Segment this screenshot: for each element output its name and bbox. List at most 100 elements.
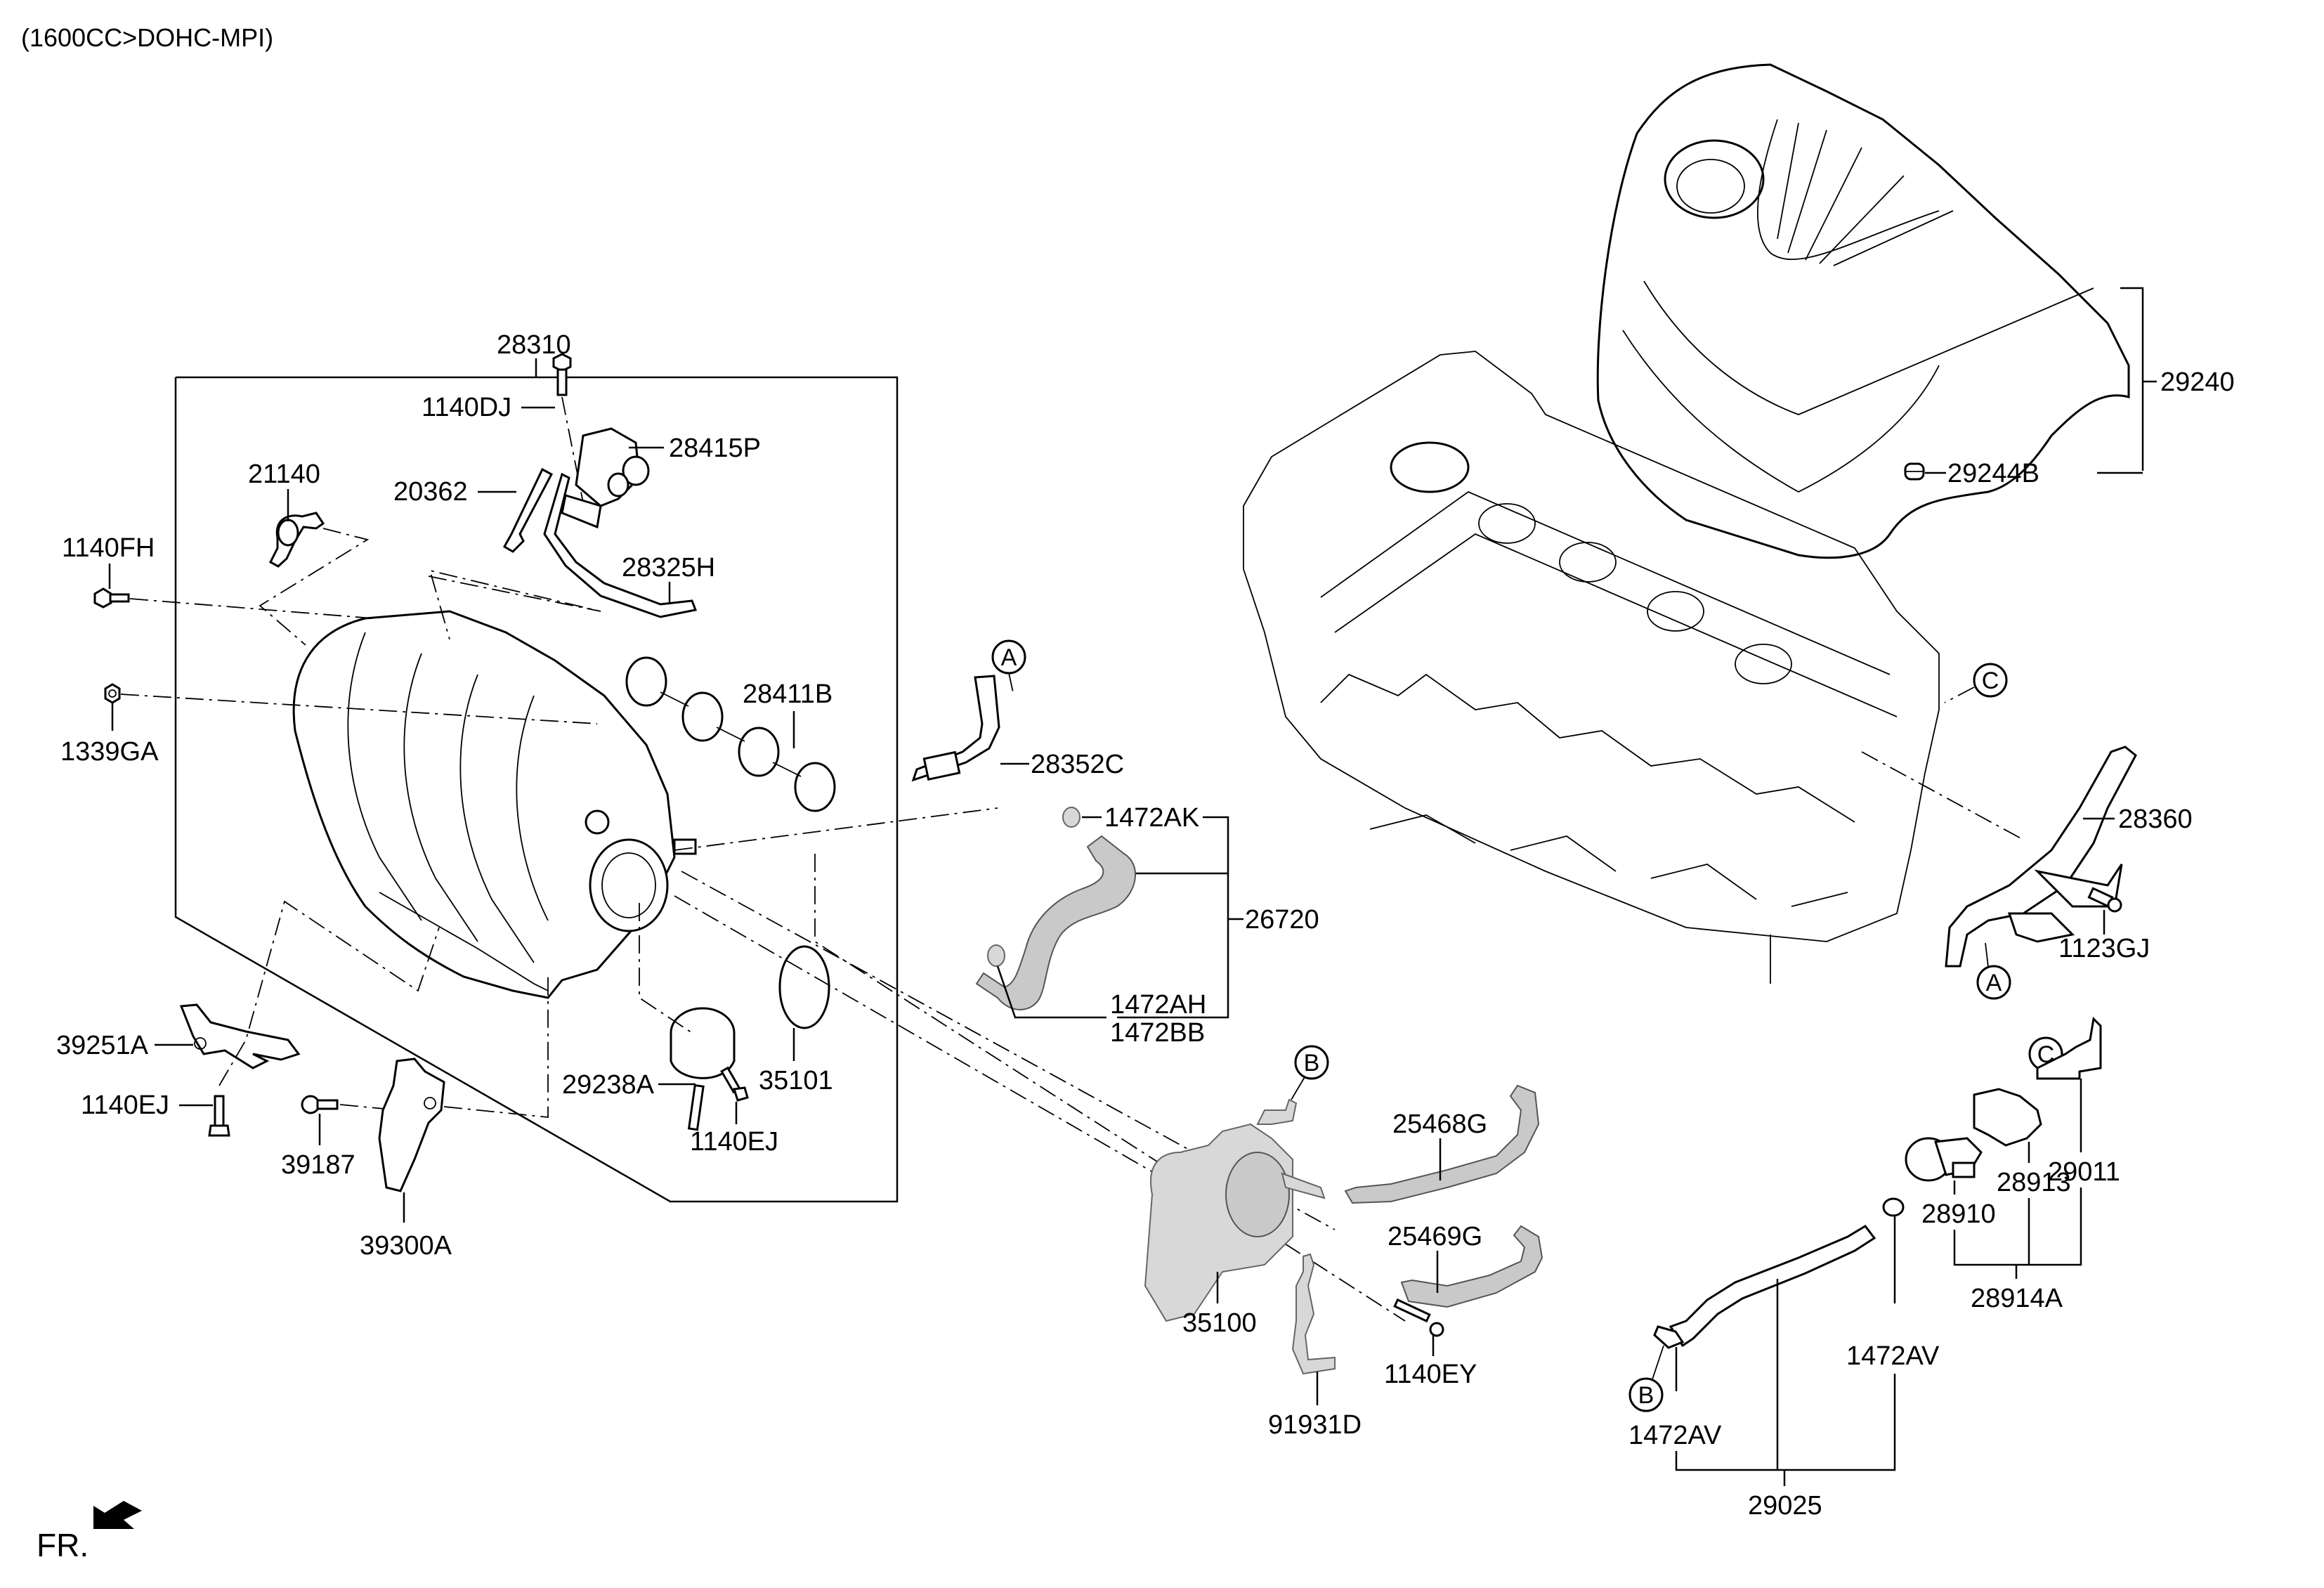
callout-A-28360[interactable]: A xyxy=(1976,965,2011,1000)
leader-callout-B-throttle xyxy=(1291,1076,1305,1100)
dash-manifold-28352C xyxy=(674,807,998,851)
clamp-1472AV-lower[interactable] xyxy=(1653,1325,1685,1349)
bolt-1140EJ-left[interactable] xyxy=(208,1095,230,1137)
part-label-28913[interactable]: 28913 xyxy=(1997,1168,2071,1197)
clamp-1472AK[interactable] xyxy=(1062,807,1081,828)
part-label-1472AK[interactable]: 1472AK xyxy=(1104,803,1199,833)
intake-manifold[interactable] xyxy=(292,610,697,999)
part-label-29240[interactable]: 29240 xyxy=(2160,367,2235,397)
dash-29238A xyxy=(639,903,693,1034)
bolt-1140EY[interactable] xyxy=(1393,1298,1444,1337)
part-label-1472AV-lower[interactable]: 1472AV xyxy=(1628,1421,1722,1450)
part-label-35100[interactable]: 35100 xyxy=(1182,1308,1257,1338)
part-label-29025[interactable]: 29025 xyxy=(1748,1491,1822,1521)
dash-28325H xyxy=(428,569,601,640)
callout-B-throttle[interactable]: B xyxy=(1294,1045,1329,1080)
holder-28913[interactable] xyxy=(1973,1088,2042,1147)
bolt-1123GJ[interactable] xyxy=(2087,887,2122,913)
part-label-21140[interactable]: 21140 xyxy=(248,460,320,489)
dash-manifold-throttle-2 xyxy=(674,895,1265,1237)
pcv-valve-21140[interactable] xyxy=(269,512,325,568)
clamp-1472AV-upper[interactable] xyxy=(1882,1197,1905,1217)
part-label-25469G[interactable]: 25469G xyxy=(1388,1222,1482,1251)
part-label-1339GA[interactable]: 1339GA xyxy=(60,737,159,767)
leader-callout-A-right xyxy=(1985,942,1989,968)
part-label-28360[interactable]: 28360 xyxy=(2118,805,2193,834)
purge-valve-28910[interactable] xyxy=(1905,1137,1983,1182)
part-label-20362[interactable]: 20362 xyxy=(393,477,468,507)
part-label-1472AV-upper[interactable]: 1472AV xyxy=(1846,1341,1940,1371)
part-label-1472BB[interactable]: 1472BB xyxy=(1110,1018,1205,1048)
bolt-1140FH[interactable] xyxy=(93,587,130,608)
part-label-28914A[interactable]: 28914A xyxy=(1971,1284,2063,1313)
svg-text:C: C xyxy=(1982,668,1999,694)
hose-26720[interactable] xyxy=(975,835,1136,1010)
part-label-39187[interactable]: 39187 xyxy=(281,1150,355,1180)
callout-A-hose[interactable]: A xyxy=(991,639,1026,675)
map-sensor-39300A[interactable] xyxy=(378,1057,445,1192)
part-label-1140EY[interactable]: 1140EY xyxy=(1384,1360,1477,1389)
part-label-1140EJ-right[interactable]: 1140EJ xyxy=(690,1127,778,1157)
svg-text:B: B xyxy=(1638,1382,1654,1409)
part-label-35101[interactable]: 35101 xyxy=(759,1066,833,1095)
dash-callout-A-hose xyxy=(1008,672,1014,696)
dash-1339GA xyxy=(120,694,598,724)
engine-cover-29240[interactable] xyxy=(1596,63,2130,559)
hose-28352C[interactable] xyxy=(911,675,1000,782)
part-label-29238A[interactable]: 29238A xyxy=(562,1070,655,1100)
cap-29244B[interactable] xyxy=(1904,462,1925,481)
hose-28325H[interactable] xyxy=(543,472,698,618)
gasket-ring-35101[interactable] xyxy=(778,945,830,1029)
part-label-1472AH[interactable]: 1472AH xyxy=(1110,990,1206,1020)
bracket-91931D[interactable] xyxy=(1291,1253,1336,1375)
bracket-29011[interactable] xyxy=(2036,1016,2102,1080)
part-label-28352C[interactable]: 28352C xyxy=(1031,750,1124,779)
dash-1140FH xyxy=(129,598,373,619)
part-label-28910[interactable]: 28910 xyxy=(1921,1199,1996,1229)
part-label-39300A[interactable]: 39300A xyxy=(360,1231,452,1261)
part-label-1140EJ-left[interactable]: 1140EJ xyxy=(81,1091,169,1120)
hose-25468G[interactable] xyxy=(1344,1084,1540,1204)
throttle-body-35100[interactable] xyxy=(1144,1098,1326,1322)
assembly-box-28310 xyxy=(174,376,899,1203)
part-label-25468G[interactable]: 25468G xyxy=(1392,1109,1487,1139)
nut-1339GA[interactable] xyxy=(104,683,121,704)
callout-C-engine[interactable]: C xyxy=(1973,663,2008,698)
bolt-1140DJ[interactable] xyxy=(552,353,572,396)
part-label-26720[interactable]: 26720 xyxy=(1245,905,1319,935)
callout-B-hose[interactable]: B xyxy=(1628,1377,1664,1412)
bracket-28914A xyxy=(1953,1187,2082,1266)
part-label-28415P[interactable]: 28415P xyxy=(669,434,761,463)
dash-39300A xyxy=(443,977,549,1118)
bolt-1140EJ-right[interactable] xyxy=(720,1066,749,1102)
hose-20362[interactable] xyxy=(502,467,554,553)
engine-cylinder-head xyxy=(1243,351,1940,984)
leader-callout-B-hose xyxy=(1652,1345,1664,1380)
clamp-1472AH[interactable] xyxy=(987,944,1005,967)
part-label-91931D[interactable]: 91931D xyxy=(1268,1410,1362,1440)
dash-c-engine xyxy=(1944,686,1975,703)
bracket-26720 xyxy=(1117,816,1229,1019)
actuator-29238A[interactable] xyxy=(670,1007,736,1131)
front-label: FR. xyxy=(37,1527,89,1563)
part-label-1123GJ[interactable]: 1123GJ xyxy=(2058,934,2150,963)
part-label-39251A[interactable]: 39251A xyxy=(56,1031,149,1060)
diagram-title: (1600CC>DOHC-MPI) xyxy=(21,23,273,52)
part-label-28325H[interactable]: 28325H xyxy=(622,553,715,583)
front-arrow-icon xyxy=(93,1501,142,1529)
pipe-bracket-28360[interactable] xyxy=(1945,746,2137,968)
part-label-29244B[interactable]: 29244B xyxy=(1947,459,2039,488)
hose-29025[interactable] xyxy=(1669,1225,1876,1348)
gasket-28411B[interactable] xyxy=(625,656,836,812)
solenoid-valve-28415P[interactable] xyxy=(561,427,650,529)
part-label-28411B[interactable]: 28411B xyxy=(743,679,833,709)
dash-21140 xyxy=(259,528,370,646)
bracket-39251A[interactable] xyxy=(179,1003,301,1069)
part-label-29011[interactable]: 29011 xyxy=(2048,1157,2120,1187)
screw-39187[interactable] xyxy=(301,1095,339,1114)
part-label-1140DJ[interactable]: 1140DJ xyxy=(422,393,511,422)
part-label-1140FH[interactable]: 1140FH xyxy=(62,533,155,563)
svg-text:A: A xyxy=(1986,970,2002,996)
dash-39251A xyxy=(218,900,440,1086)
